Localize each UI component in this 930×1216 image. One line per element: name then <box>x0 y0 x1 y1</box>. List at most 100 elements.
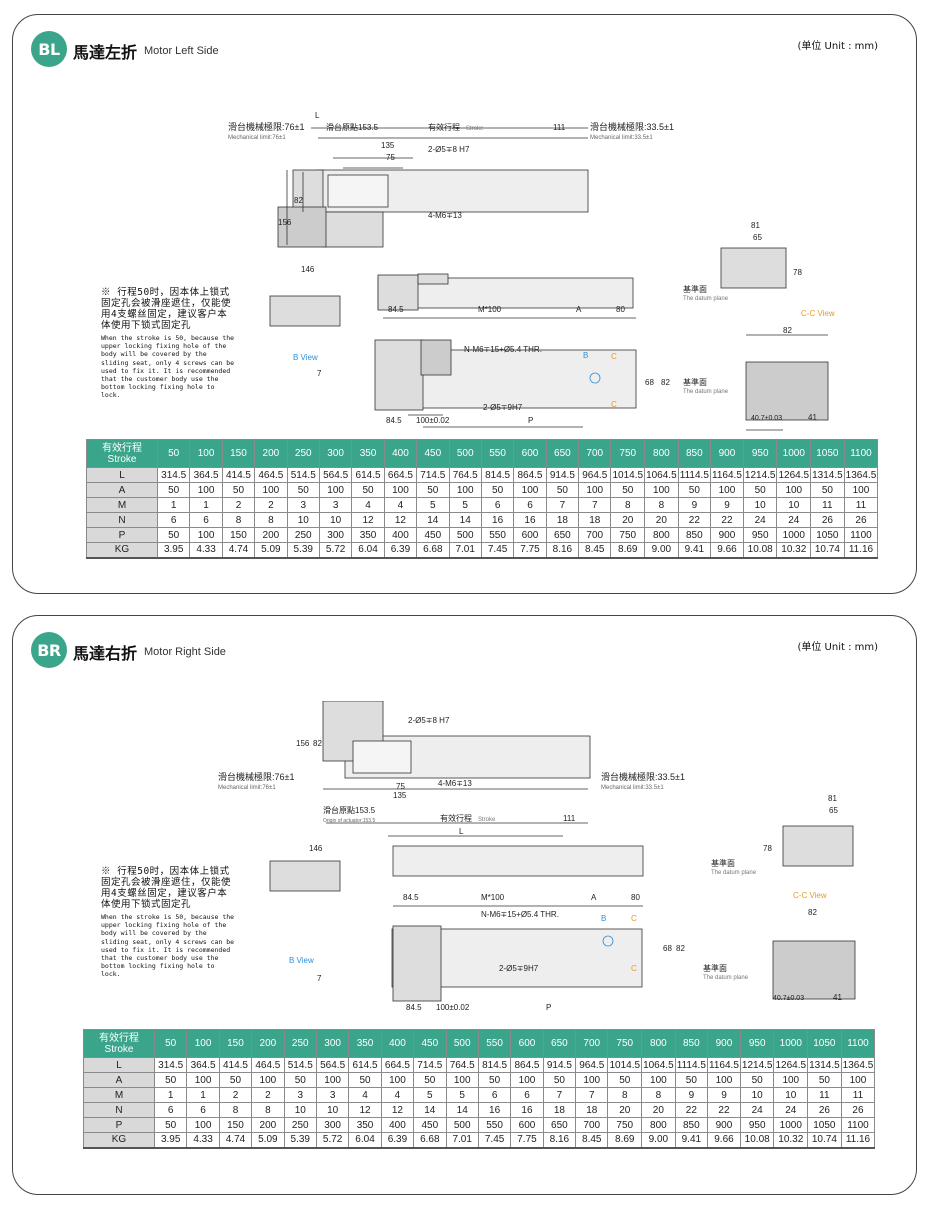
table-cell: 5 <box>445 1087 479 1103</box>
table-cell: 50 <box>477 1072 512 1088</box>
mech-limit-left-en: Mechanical limit:76±1 <box>218 785 276 791</box>
table-cell: 10 <box>318 512 353 528</box>
table-cell: 100 <box>707 1072 741 1088</box>
table-cell: 7.75 <box>510 1132 544 1149</box>
table-cell: 14 <box>416 512 450 528</box>
table-cell: 7.45 <box>477 1132 512 1149</box>
row-label: P <box>86 527 158 543</box>
stroke-column-header: 750 <box>610 439 646 468</box>
dim-82-front: 82 <box>661 378 670 387</box>
table-cell: 1114.5 <box>674 1057 709 1073</box>
table-cell: 850 <box>677 527 712 543</box>
table-cell: 600 <box>513 527 547 543</box>
table-cell: 5.09 <box>251 1132 285 1149</box>
table-cell: 314.5 <box>153 1057 188 1073</box>
stroke-column-header: 300 <box>315 1029 350 1058</box>
b-view-block <box>269 860 341 892</box>
table-cell: 12 <box>383 512 418 528</box>
dim-65: 65 <box>829 806 838 815</box>
b-view-block <box>269 295 341 327</box>
datum-label-2-en: The datum plane <box>703 975 749 981</box>
table-cell: 800 <box>641 1117 676 1133</box>
table-cell: 200 <box>254 527 288 543</box>
table-cell: 100 <box>773 1072 809 1088</box>
stroke-column-header: 600 <box>513 439 547 468</box>
table-cell: 50 <box>416 482 450 498</box>
section-badge: BL <box>31 31 67 67</box>
stroke-column-header: 1000 <box>776 439 812 468</box>
mark-c-bottom: C <box>631 964 637 973</box>
table-cell: 750 <box>610 527 646 543</box>
table-cell: 6 <box>510 1087 544 1103</box>
stroke-header-en: Stroke <box>104 1043 134 1055</box>
table-cell: 5 <box>416 497 450 513</box>
row-label: A <box>83 1072 155 1088</box>
table-cell: 100 <box>318 482 353 498</box>
mech-limit-right: 滑台機械極限:33.5±1 <box>601 771 685 782</box>
table-cell: 7 <box>542 1087 577 1103</box>
stroke-column-header: 50 <box>153 1029 188 1058</box>
technical-drawing-svg: L 滑台機械極限:76±1 Mechanical limit:76±1 滑台原點… <box>228 111 835 431</box>
table-cell: 50 <box>542 1072 577 1088</box>
table-cell: 20 <box>641 1102 676 1118</box>
stroke-column-header: 850 <box>677 439 712 468</box>
table-cell: 3 <box>318 497 353 513</box>
dim-68: 68 <box>645 378 654 387</box>
stroke-column-header: 50 <box>156 439 191 468</box>
c-c-section <box>745 361 829 421</box>
dim-41: 41 <box>808 413 817 422</box>
table-cell: 6.04 <box>351 542 385 559</box>
table-cell: 1114.5 <box>677 467 712 483</box>
dim-l: L <box>315 111 320 120</box>
table-cell: 26 <box>843 512 879 528</box>
stroke-column-header: 500 <box>448 439 482 468</box>
table-cell: 200 <box>251 1117 285 1133</box>
table-cell: 1364.5 <box>843 467 879 483</box>
table-cell: 514.5 <box>283 1057 317 1073</box>
dim-75: 75 <box>396 782 405 791</box>
table-cell: 9 <box>707 1087 741 1103</box>
table-cell: 4 <box>351 497 385 513</box>
table-cell: 20 <box>644 512 679 528</box>
dim-7: 7 <box>317 369 322 378</box>
table-cell: 8 <box>218 1102 253 1118</box>
table-cell: 550 <box>480 527 515 543</box>
note-cn: ※ 行程50时，因本体上锁式固定孔会被滑座遮住，仅能使用4支螺丝固定，建议客户本… <box>101 287 232 331</box>
mech-limit-right-en: Mechanical limit:33.5±1 <box>590 135 653 141</box>
table-cell: 450 <box>416 527 450 543</box>
table-cell: 364.5 <box>189 467 223 483</box>
table-cell: 5.39 <box>286 542 320 559</box>
table-cell: 2 <box>221 497 256 513</box>
dimension-drawing: 滑台機械極限:76±1 Mechanical limit:76±1 滑台原點15… <box>83 700 903 1041</box>
stroke-column-header: 200 <box>251 1029 285 1058</box>
dim-m100: M*100 <box>481 893 505 902</box>
table-cell: 1164.5 <box>707 1057 741 1073</box>
table-cell: 500 <box>445 1117 479 1133</box>
stroke-header-cn: 有效行程 <box>99 1032 139 1044</box>
table-cell: 950 <box>739 1117 775 1133</box>
table-cell: 1314.5 <box>807 1057 842 1073</box>
table-cell: 50 <box>610 482 646 498</box>
section-title-cn: 馬達左折 <box>73 43 138 62</box>
table-cell: 750 <box>607 1117 643 1133</box>
stroke-header-en: Stroke <box>107 453 137 465</box>
technical-drawing-svg: 滑台機械極限:76±1 Mechanical limit:76±1 滑台原點15… <box>218 700 856 1012</box>
table-cell: 900 <box>710 527 744 543</box>
table-cell: 10 <box>315 1102 350 1118</box>
table-cell: 7.45 <box>480 542 515 559</box>
table-cell: 100 <box>575 1072 609 1088</box>
table-cell: 100 <box>189 527 223 543</box>
table-cell: 11 <box>840 1087 876 1103</box>
dim-82-cc: 82 <box>783 326 792 335</box>
dim-84-5-bottom: 84.5 <box>386 416 402 425</box>
row-label: KG <box>83 1132 155 1149</box>
stroke-column-header: 150 <box>218 1029 253 1058</box>
table-cell: 11 <box>810 497 845 513</box>
table-cell: 364.5 <box>186 1057 220 1073</box>
table-cell: 664.5 <box>380 1057 415 1073</box>
stroke-column-header: 150 <box>221 439 256 468</box>
